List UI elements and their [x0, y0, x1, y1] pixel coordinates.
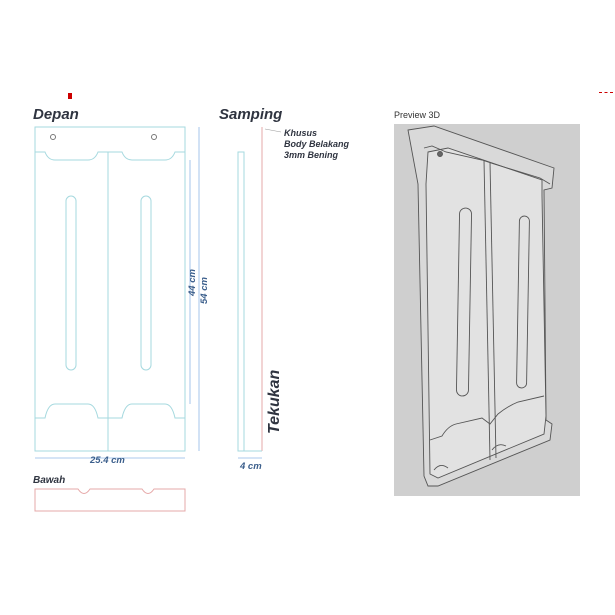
preview-bottom-notch [433, 444, 507, 471]
material-note: Khusus Body Belakang 3mm Bening [284, 128, 349, 161]
preview-hole [437, 151, 443, 157]
preview-3d-render [407, 125, 555, 487]
front-slot-left [65, 195, 77, 371]
note-leader [264, 128, 282, 133]
preview-3d-panel [394, 124, 580, 496]
preview-3d-title: Preview 3D [394, 110, 441, 120]
note-line-2: Body Belakang [284, 139, 350, 149]
dim-44-label: 44 cm [187, 269, 198, 296]
dim-width-label: 25.4 cm [90, 455, 125, 466]
front-dimensions [35, 127, 200, 459]
preview-divider [483, 159, 491, 461]
side-view-title: Samping [219, 106, 283, 123]
bottom-outline [34, 488, 186, 512]
front-hole-right [151, 134, 157, 140]
bottom-view [34, 488, 186, 512]
preview-divider-2 [489, 161, 497, 459]
front-view-title: Depan [33, 106, 79, 123]
bottom-view-title: Bawah [33, 475, 66, 486]
fold-label: Tekukan [266, 369, 283, 434]
note-line-1: Khusus [284, 128, 318, 138]
preview-slot-left [456, 207, 472, 397]
front-top-pockets [35, 151, 185, 161]
front-hole-left [50, 134, 56, 140]
front-outline [34, 126, 186, 452]
front-slot-right [140, 195, 152, 371]
dim-54-label: 54 cm [199, 277, 210, 304]
dim-depth-label: 4 cm [240, 461, 262, 472]
preview-bottom-pocket [429, 395, 545, 441]
front-view [34, 126, 186, 452]
red-marker [68, 93, 72, 99]
preview-top-lip [423, 145, 551, 185]
front-bottom-pockets [35, 403, 185, 419]
preview-slot-right [516, 215, 530, 389]
red-dashes [599, 92, 613, 94]
side-outline [237, 151, 245, 452]
side-view [237, 127, 282, 459]
note-line-3: 3mm Bening [284, 150, 339, 160]
